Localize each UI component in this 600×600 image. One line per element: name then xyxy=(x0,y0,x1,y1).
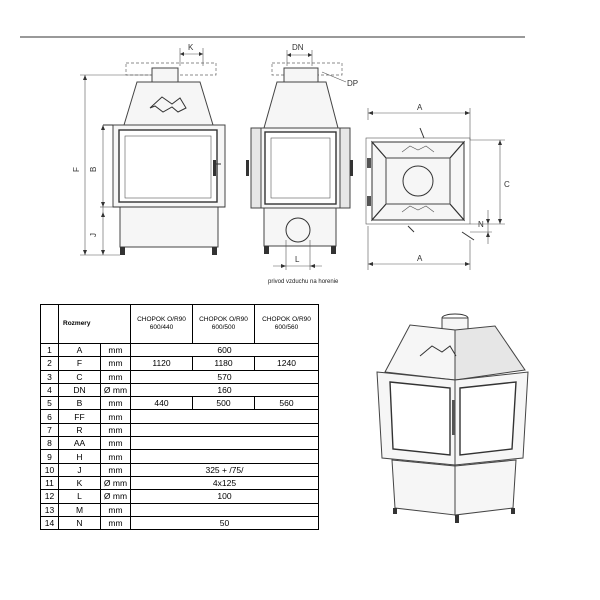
row-number: 7 xyxy=(40,422,59,438)
row-value-model-1: 440 xyxy=(130,396,193,411)
row-number: 1 xyxy=(40,342,59,358)
front-view: K F B J xyxy=(72,43,226,256)
row-parameter: J xyxy=(58,462,101,477)
row-value-model-2: 500 xyxy=(192,396,255,411)
row-unit: Ø mm xyxy=(100,382,131,398)
row-value xyxy=(130,449,319,464)
row-unit: mm xyxy=(100,462,131,477)
row-value-model-2: 1180 xyxy=(192,356,255,371)
row-number: 11 xyxy=(40,475,59,491)
label-b: B xyxy=(89,167,98,172)
label-a-bottom: A xyxy=(417,254,423,263)
label-c: C xyxy=(504,180,510,189)
air-intake-caption: privod vzduchu na horenie xyxy=(268,279,339,285)
row-parameter: C xyxy=(58,369,101,384)
row-parameter: L xyxy=(58,489,101,504)
header-blank xyxy=(40,304,59,344)
side-view: DN DP L privod vzduchu na horenie xyxy=(246,43,358,285)
label-l: L xyxy=(295,255,300,264)
row-value-model-3: 560 xyxy=(254,396,319,411)
label-j: J xyxy=(89,233,98,237)
label-a-top: A xyxy=(417,103,423,112)
row-value: 4x125 xyxy=(130,475,319,491)
row-unit: mm xyxy=(100,409,131,424)
row-number: 13 xyxy=(40,502,59,517)
row-parameter: B xyxy=(58,396,101,411)
row-unit: mm xyxy=(100,449,131,464)
row-value xyxy=(130,502,319,517)
row-value-model-1: 1120 xyxy=(130,356,193,371)
row-parameter: DN xyxy=(58,382,101,398)
row-parameter: R xyxy=(58,422,101,438)
row-unit: mm xyxy=(100,356,131,371)
row-value: 100 xyxy=(130,489,319,504)
row-parameter: AA xyxy=(58,436,101,451)
header-model-1: CHOPOK O/R90 600/440 xyxy=(130,304,193,344)
perspective-view xyxy=(376,313,529,523)
row-unit: mm xyxy=(100,436,131,451)
row-number: 9 xyxy=(40,449,59,464)
row-unit: Ø mm xyxy=(100,475,131,491)
row-number: 10 xyxy=(40,462,59,477)
row-unit: mm xyxy=(100,515,131,531)
row-unit: mm xyxy=(100,422,131,438)
header-model-2: CHOPOK O/R90 600/500 xyxy=(192,304,255,344)
row-number: 4 xyxy=(40,382,59,398)
row-parameter: H xyxy=(58,449,101,464)
row-number: 12 xyxy=(40,489,59,504)
row-number: 2 xyxy=(40,356,59,371)
label-dn: DN xyxy=(292,43,304,52)
row-number: 6 xyxy=(40,409,59,424)
row-parameter: M xyxy=(58,502,101,517)
label-n: N xyxy=(478,220,484,229)
label-dp: DP xyxy=(347,79,358,88)
row-value xyxy=(130,436,319,451)
row-unit: mm xyxy=(100,369,131,384)
row-value: 600 xyxy=(130,342,319,358)
row-parameter: FF xyxy=(58,409,101,424)
row-unit: mm xyxy=(100,502,131,517)
row-number: 5 xyxy=(40,396,59,411)
row-number: 8 xyxy=(40,436,59,451)
top-view: A C N xyxy=(365,103,510,270)
header-model-3: CHOPOK O/R90 600/560 xyxy=(254,304,319,344)
row-parameter: N xyxy=(58,515,101,531)
row-value xyxy=(130,422,319,438)
row-value: 570 xyxy=(130,369,319,384)
row-parameter: K xyxy=(58,475,101,491)
dimensions-table: Rozmery CHOPOK O/R90 600/440 CHOPOK O/R9… xyxy=(40,304,319,531)
table-header-row: Rozmery CHOPOK O/R90 600/440 CHOPOK O/R9… xyxy=(40,304,319,344)
row-unit: Ø mm xyxy=(100,489,131,504)
label-k: K xyxy=(188,43,194,52)
label-f: F xyxy=(72,167,81,172)
row-unit: mm xyxy=(100,342,131,358)
row-unit: mm xyxy=(100,396,131,411)
row-parameter: F xyxy=(58,356,101,371)
row-number: 14 xyxy=(40,515,59,531)
row-value-model-3: 1240 xyxy=(254,356,319,371)
row-value: 160 xyxy=(130,382,319,398)
row-value xyxy=(130,409,319,424)
row-value: 50 xyxy=(130,515,319,531)
table-title: Rozmery xyxy=(58,304,131,344)
row-parameter: A xyxy=(58,342,101,358)
row-value: 325 + /75/ xyxy=(130,462,319,477)
row-number: 3 xyxy=(40,369,59,384)
